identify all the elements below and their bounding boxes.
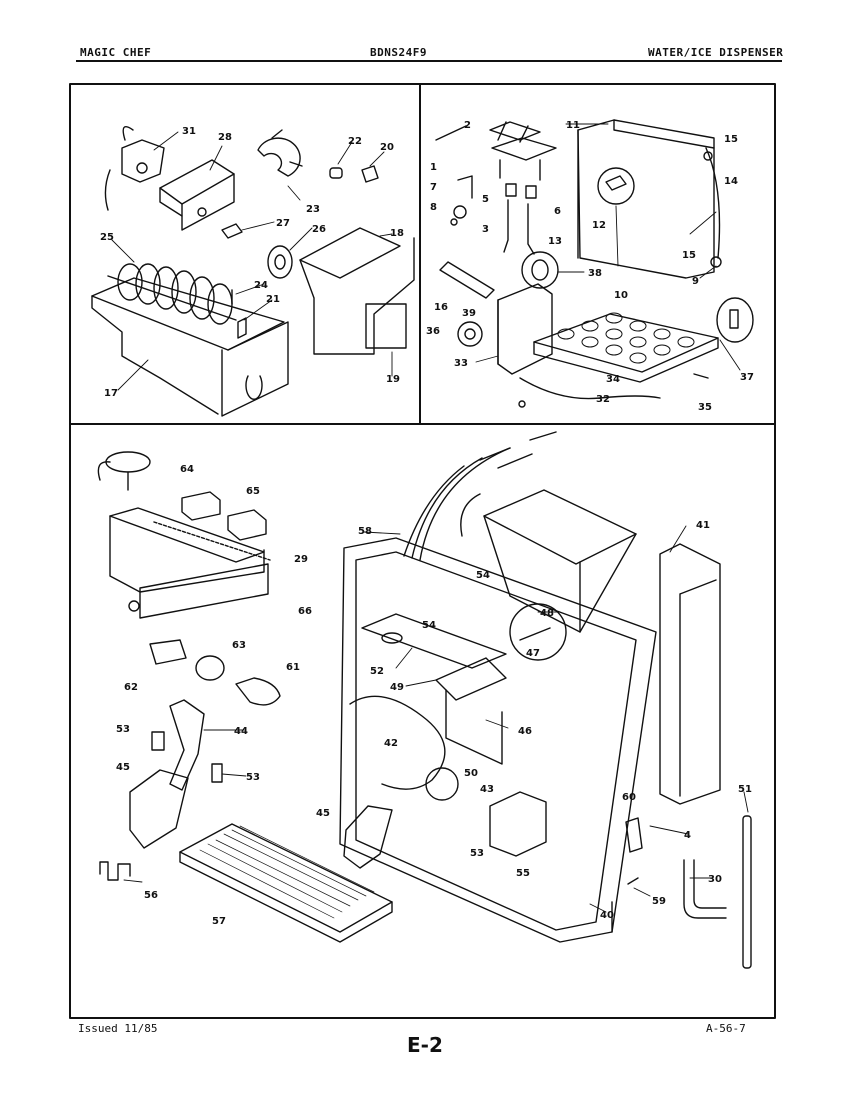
callout-16: 16 bbox=[434, 302, 448, 313]
callout-42: 42 bbox=[384, 738, 398, 749]
callout-9: 9 bbox=[692, 276, 699, 287]
callout-7: 7 bbox=[430, 182, 437, 193]
callout-3: 3 bbox=[482, 224, 489, 235]
callout-23: 23 bbox=[306, 204, 320, 215]
callout-17: 17 bbox=[104, 388, 118, 399]
callout-15b: 15 bbox=[682, 250, 696, 261]
callout-32: 32 bbox=[596, 394, 610, 405]
callout-15: 15 bbox=[724, 134, 738, 145]
callout-1: 1 bbox=[430, 162, 437, 173]
callout-59: 59 bbox=[652, 896, 666, 907]
callout-14: 14 bbox=[724, 176, 738, 187]
callout-45b: 45 bbox=[316, 808, 330, 819]
callout-37: 37 bbox=[740, 372, 754, 383]
callout-4: 4 bbox=[684, 830, 691, 841]
callout-46: 46 bbox=[518, 726, 532, 737]
callout-50: 50 bbox=[464, 768, 478, 779]
reference-code: A-56-7 bbox=[706, 1022, 746, 1035]
callout-36: 36 bbox=[426, 326, 440, 337]
callout-10: 10 bbox=[614, 290, 628, 301]
panel-top-left-drawing bbox=[91, 126, 415, 417]
callout-60: 60 bbox=[622, 792, 636, 803]
callout-65: 65 bbox=[246, 486, 260, 497]
callout-62: 62 bbox=[124, 682, 138, 693]
callout-51: 51 bbox=[738, 784, 752, 795]
callout-12: 12 bbox=[592, 220, 606, 231]
callout-53c: 53 bbox=[470, 848, 484, 859]
callout-29: 29 bbox=[294, 554, 308, 565]
callout-18: 18 bbox=[390, 228, 404, 239]
section-label: WATER/ICE DISPENSER bbox=[648, 46, 784, 59]
callout-54b: 54 bbox=[422, 620, 436, 631]
issued-date: Issued 11/85 bbox=[78, 1022, 158, 1035]
callout-52: 52 bbox=[370, 666, 384, 677]
callout-26: 26 bbox=[312, 224, 326, 235]
callout-28: 28 bbox=[218, 132, 232, 143]
callout-55: 55 bbox=[516, 868, 530, 879]
callout-56: 56 bbox=[144, 890, 158, 901]
callout-22: 22 bbox=[348, 136, 362, 147]
callout-41: 41 bbox=[696, 520, 710, 531]
callout-19: 19 bbox=[386, 374, 400, 385]
callout-8: 8 bbox=[430, 202, 437, 213]
callout-54: 54 bbox=[476, 570, 490, 581]
callout-53b: 53 bbox=[246, 772, 260, 783]
callout-30: 30 bbox=[708, 874, 722, 885]
callout-27: 27 bbox=[276, 218, 290, 229]
model-label: BDNS24F9 bbox=[370, 46, 427, 59]
page-number: E-2 bbox=[407, 1033, 443, 1057]
callout-2: 2 bbox=[464, 120, 471, 131]
callout-64: 64 bbox=[180, 464, 194, 475]
callout-61: 61 bbox=[286, 662, 300, 673]
brand-label: MAGIC CHEF bbox=[80, 46, 152, 59]
callout-21: 21 bbox=[266, 294, 280, 305]
callout-13: 13 bbox=[548, 236, 562, 247]
callout-numbers: 31 28 22 20 23 27 26 18 25 24 21 17 19 2… bbox=[100, 120, 754, 927]
callout-5: 5 bbox=[482, 194, 489, 205]
panel-top-right-drawing bbox=[435, 119, 754, 408]
callout-35: 35 bbox=[698, 402, 712, 413]
callout-48: 48 bbox=[540, 608, 554, 619]
callout-20: 20 bbox=[380, 142, 394, 153]
callout-47: 47 bbox=[526, 648, 540, 659]
callout-66: 66 bbox=[298, 606, 312, 617]
callout-24: 24 bbox=[254, 280, 268, 291]
callout-45: 45 bbox=[116, 762, 130, 773]
callout-49: 49 bbox=[390, 682, 404, 693]
callout-40: 40 bbox=[600, 910, 614, 921]
callout-53: 53 bbox=[116, 724, 130, 735]
leader-lines bbox=[111, 123, 749, 913]
callout-58: 58 bbox=[358, 526, 372, 537]
callout-31: 31 bbox=[182, 126, 196, 137]
callout-38: 38 bbox=[588, 268, 602, 279]
callout-6: 6 bbox=[554, 206, 561, 217]
callout-11: 11 bbox=[566, 120, 580, 131]
panel-bottom-drawing bbox=[97, 431, 752, 969]
callout-25: 25 bbox=[100, 232, 114, 243]
header-rule bbox=[76, 60, 782, 62]
callout-63: 63 bbox=[232, 640, 246, 651]
callout-57: 57 bbox=[212, 916, 226, 927]
panel-frames bbox=[69, 83, 776, 1019]
callout-44: 44 bbox=[234, 726, 248, 737]
callout-34: 34 bbox=[606, 374, 620, 385]
callout-39: 39 bbox=[462, 308, 476, 319]
callout-43: 43 bbox=[480, 784, 494, 795]
callout-33: 33 bbox=[454, 358, 468, 369]
